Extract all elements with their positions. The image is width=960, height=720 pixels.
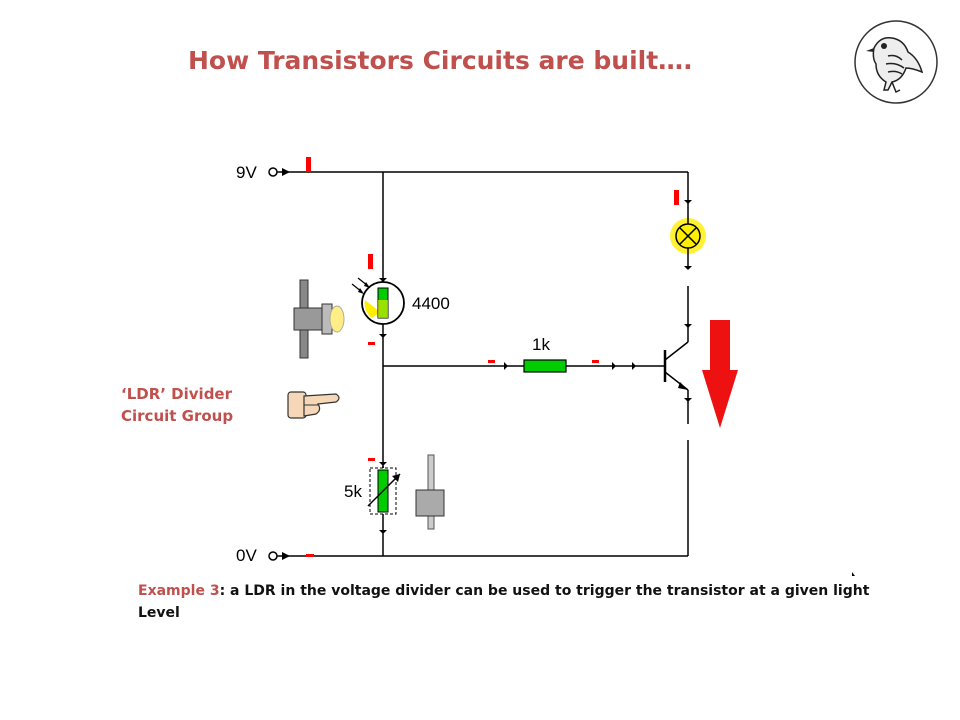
slide-title: How Transistors Circuits are built….	[188, 46, 693, 75]
side-label-line1: ‘LDR’ Divider	[121, 385, 232, 403]
base-resistor	[523, 359, 567, 373]
ground-label: 0V	[236, 546, 257, 565]
base-left-indicator	[488, 360, 495, 363]
var-resistor-label: 5k	[344, 482, 362, 501]
supply-label: 9V	[236, 163, 257, 182]
pointing-hand-icon	[287, 391, 340, 419]
caption: Example 3: a LDR in the voltage divider …	[138, 580, 878, 624]
supply-indicator	[306, 157, 311, 172]
ldr-value: 4400	[412, 294, 450, 313]
ldr-bottom-indicator	[368, 342, 375, 345]
base-resistor-label: 1k	[532, 335, 550, 354]
cursor-mark	[852, 572, 855, 576]
lamp-indicator	[674, 190, 679, 205]
ground-rail	[268, 551, 688, 561]
caption-example-label: Example 3	[138, 583, 220, 599]
torch-icon	[293, 279, 345, 359]
ldr-indicator	[368, 254, 373, 269]
ldr	[351, 262, 405, 366]
bird-logo	[854, 20, 938, 104]
ldr-divider-label: ‘LDR’ Divider Circuit Group	[121, 383, 233, 427]
transistor	[663, 326, 689, 424]
ground-indicator	[306, 554, 314, 557]
side-label-line2: Circuit Group	[121, 407, 234, 425]
light-slider[interactable]	[415, 454, 445, 530]
caption-text: : a LDR in the voltage divider can be us…	[138, 583, 870, 621]
base-right-indicator	[592, 360, 599, 363]
supply-rail	[268, 167, 689, 262]
current-arrow	[702, 320, 738, 428]
supply-arrow-mark	[282, 168, 290, 176]
var-resistor-indicator	[368, 458, 375, 461]
variable-resistor	[367, 466, 401, 556]
